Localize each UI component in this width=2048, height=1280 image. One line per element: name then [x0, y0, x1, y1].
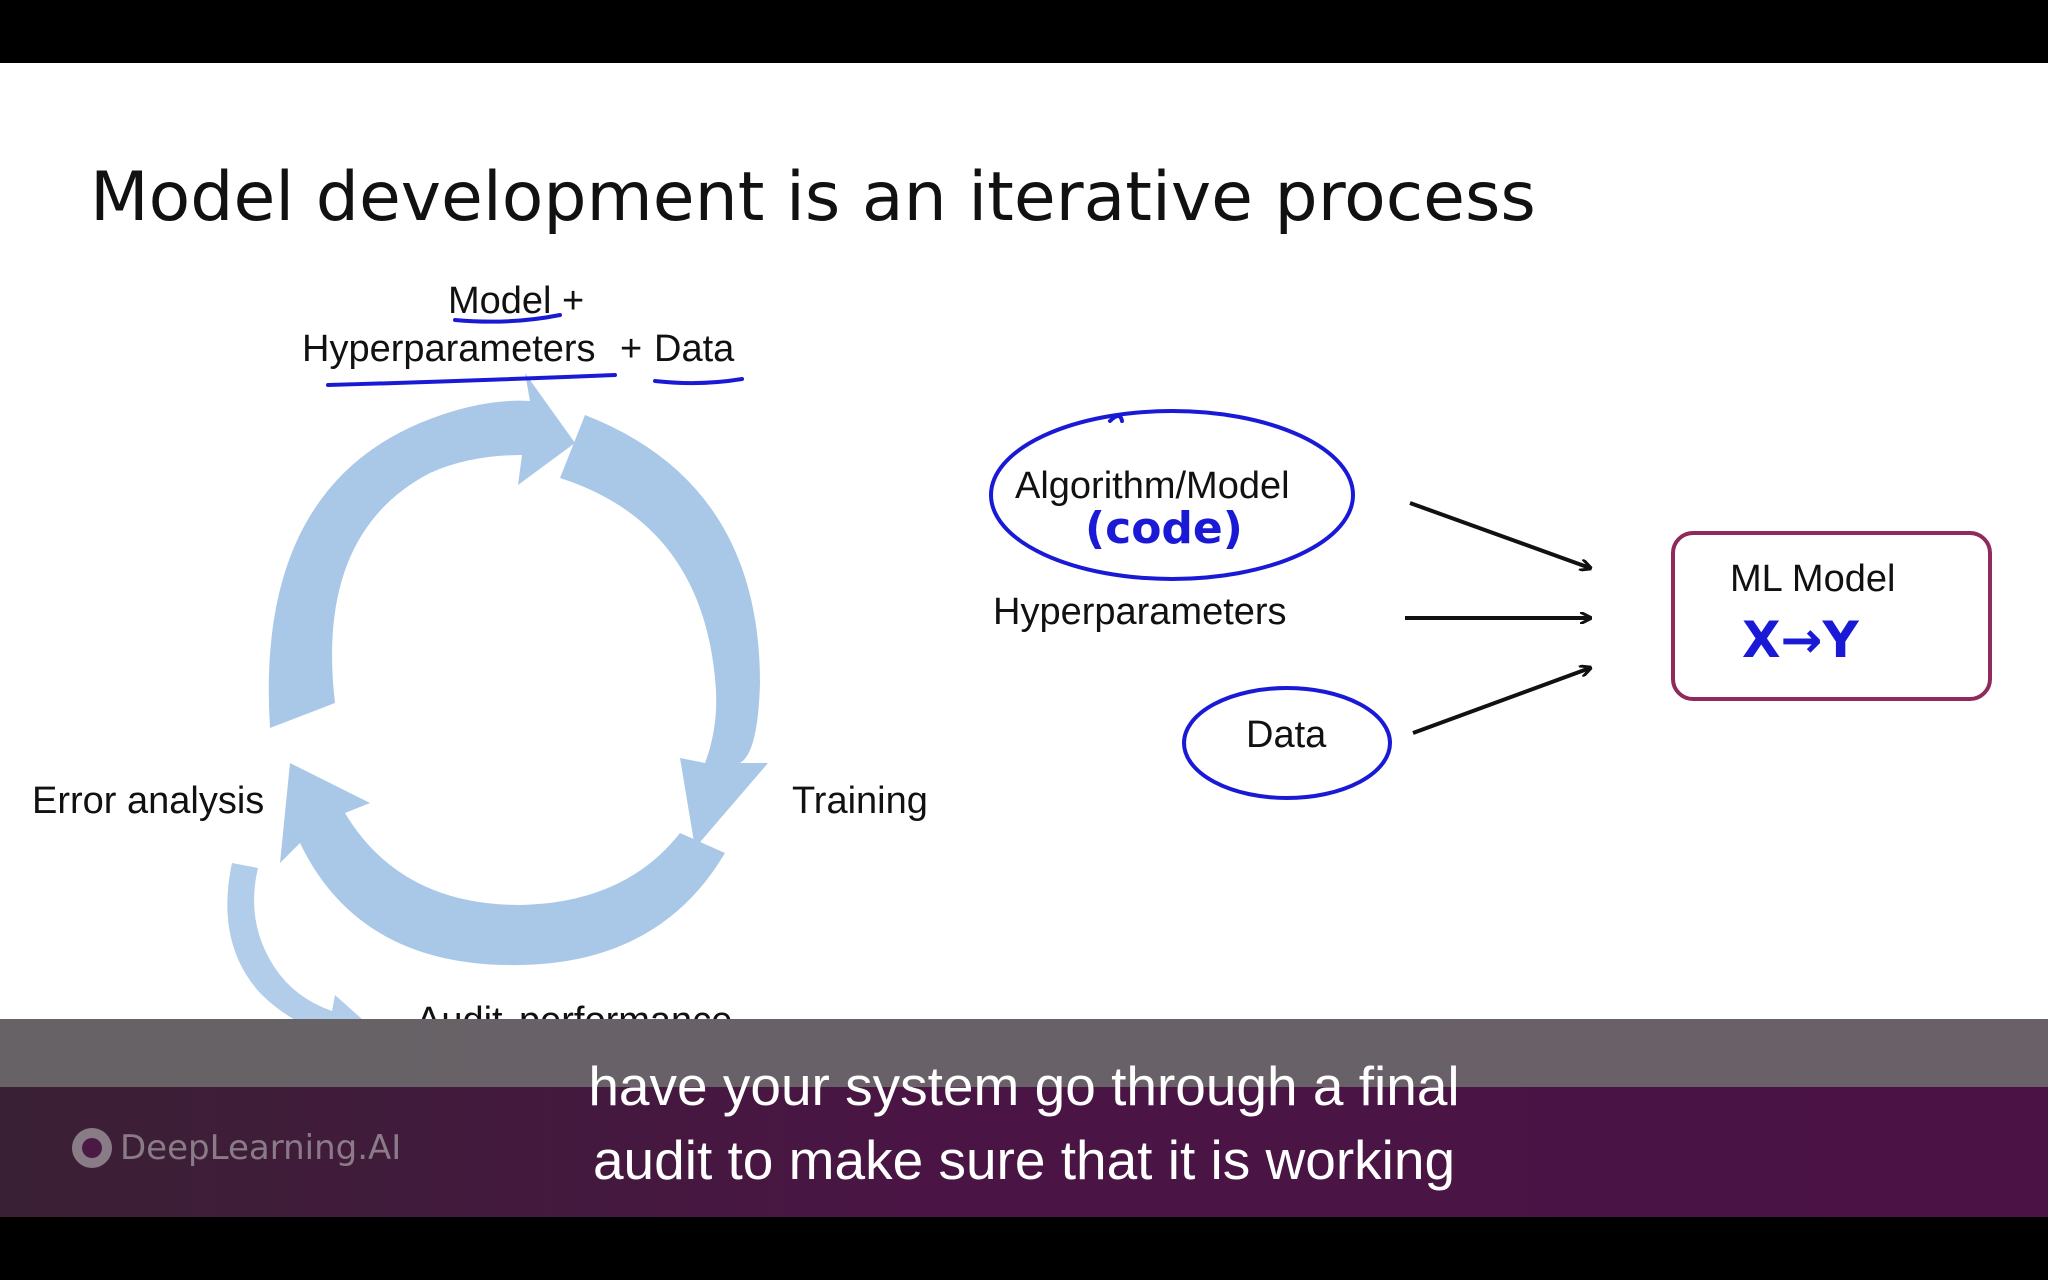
cycle-arrow-top	[268, 373, 575, 728]
deeplearning-logo-icon	[72, 1128, 112, 1168]
input-algorithm-model: Algorithm/Model	[1015, 465, 1290, 507]
annotation-layer	[326, 313, 2048, 1054]
circle-data	[1182, 686, 1392, 800]
input-data: Data	[1246, 714, 1327, 756]
cycle-label-data: Data	[654, 328, 735, 370]
cycle-label-error-analysis: Error analysis	[32, 780, 265, 822]
brand-logo-text: DeepLearning.AI	[120, 1128, 402, 1168]
underline-hyperparameters	[326, 373, 617, 387]
caption-line-1: have your system go through a final	[588, 1055, 1460, 1117]
ml-model-box	[1671, 531, 1992, 701]
cycle-label-hyperparameters: Hyperparameters	[302, 328, 596, 370]
audit-arrow	[227, 863, 372, 1053]
circle-algorithm	[989, 409, 1355, 581]
underline-model	[453, 313, 562, 324]
cycle-label-plus: +	[620, 328, 643, 370]
caption-line-2: audit to make sure that it is working	[592, 1129, 1456, 1191]
cycle-arrows	[227, 373, 768, 1053]
slide-title: Model development is an iterative proces…	[90, 158, 1536, 237]
cycle-arrow-right	[560, 415, 768, 848]
input-hyperparameters: Hyperparameters	[993, 591, 1287, 633]
underline-data	[653, 377, 744, 386]
ml-model-mapping: X→Y	[1742, 611, 1859, 669]
caption-fade	[0, 1019, 2048, 1087]
cycle-label-training: Training	[792, 780, 928, 822]
cycle-arrow-bottom	[280, 763, 725, 966]
ml-model-title: ML Model	[1730, 558, 1896, 600]
input-code-note: (code)	[1085, 503, 1243, 554]
arrow-algorithm-to-model	[1409, 501, 1590, 568]
arrow-data-to-model	[1412, 668, 1590, 735]
brand-logo: DeepLearning.AI	[72, 1128, 401, 1168]
